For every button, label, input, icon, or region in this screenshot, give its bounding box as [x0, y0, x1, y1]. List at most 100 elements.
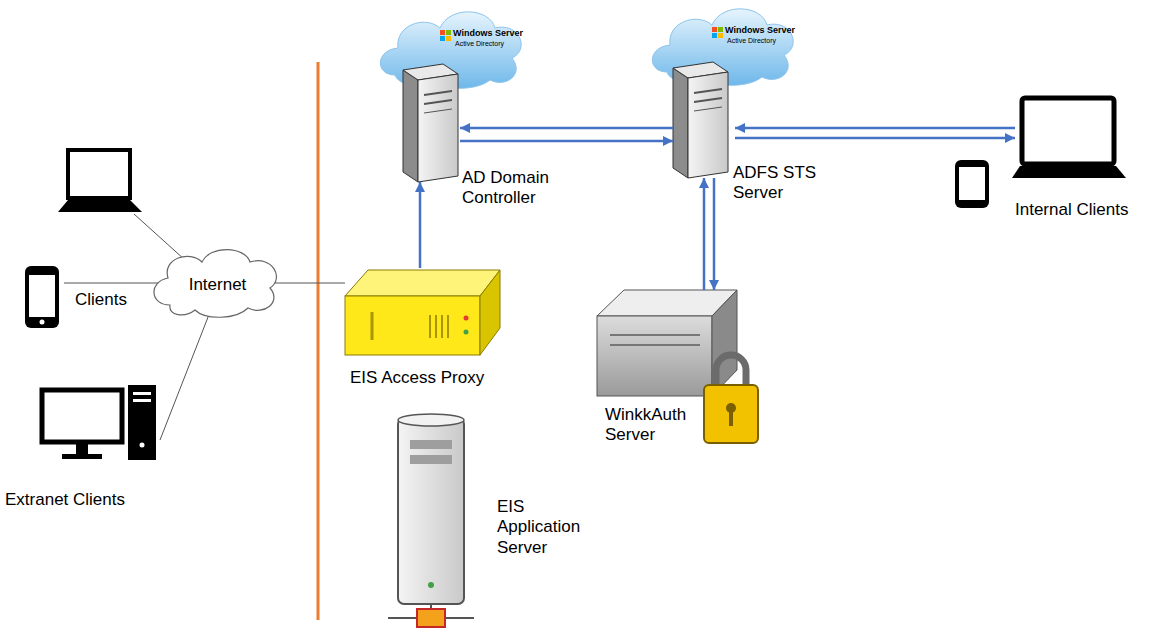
server-tower — [403, 64, 458, 182]
laptop-icon — [58, 150, 142, 212]
node-label: Internal Clients — [1015, 200, 1128, 220]
client-link — [64, 283, 162, 284]
server-node: AD Domain Controller — [403, 62, 460, 182]
flow-arrow — [713, 178, 716, 290]
client-node: Internal Clients — [1015, 96, 1127, 180]
cloud-node: Internet — [160, 255, 275, 315]
proxy-appliance — [435, 315, 437, 338]
phone-icon — [959, 167, 985, 200]
flow-arrow — [735, 127, 1015, 130]
proxy-appliance — [430, 315, 448, 338]
windows-cloud — [440, 36, 445, 41]
internet-cloud — [154, 250, 276, 318]
network-boundary — [317, 62, 320, 620]
client-link — [160, 312, 210, 440]
laptop-icon — [58, 200, 142, 212]
node-label: EIS Application Server — [497, 497, 592, 558]
laptop-icon — [1022, 98, 1114, 164]
windows-cloud — [446, 36, 451, 41]
flow-arrow — [703, 178, 706, 290]
windows-cloud — [440, 30, 445, 35]
client-link — [64, 214, 210, 440]
desktop-icon — [76, 444, 88, 454]
network-link — [275, 283, 345, 284]
windows-cloud — [718, 33, 723, 38]
laptop-icon — [1012, 98, 1126, 178]
server-tower — [673, 62, 728, 178]
server-node: WinkkAuth Server — [597, 290, 739, 396]
server-tower — [673, 68, 688, 178]
flow-arrow — [419, 182, 422, 268]
node-label: AD Domain Controller — [462, 168, 562, 209]
windows-cloud — [712, 33, 717, 38]
proxy-appliance — [345, 296, 480, 355]
padlock-icon — [729, 410, 733, 426]
proxy-appliance — [464, 330, 469, 335]
windows-cloud — [718, 27, 723, 32]
auth-server — [597, 316, 712, 396]
desktop-icon — [42, 390, 122, 442]
node-label: EIS Access Proxy — [350, 368, 484, 388]
server-node: ADFS STS Server — [673, 70, 735, 178]
proxy-appliance — [429, 315, 431, 338]
client-link — [134, 214, 185, 260]
padlock-icon — [704, 385, 758, 443]
windows-cloud — [446, 30, 451, 35]
proxy-appliance — [464, 316, 469, 321]
application-server — [398, 418, 464, 604]
node-label: WinkkAuth Server — [605, 405, 700, 446]
application-server — [410, 455, 452, 464]
server-tower — [424, 109, 452, 113]
logo-text: Windows Server — [453, 28, 523, 38]
server-node: EIS Application Server — [390, 412, 470, 628]
server-tower — [424, 100, 452, 104]
application-server — [428, 582, 434, 588]
application-server — [417, 609, 445, 627]
node-label: Internet — [189, 275, 247, 295]
phone-icon — [955, 160, 989, 208]
flow-arrow — [735, 137, 1015, 140]
server-tower — [694, 89, 722, 93]
laptop-icon — [1012, 166, 1126, 178]
auth-server — [610, 344, 700, 346]
flow-arrow — [460, 140, 673, 143]
desktop-icon — [42, 385, 156, 460]
server-tower — [418, 74, 458, 182]
server-tower — [403, 70, 418, 182]
group-label: Clients — [75, 290, 127, 310]
desktop-icon — [133, 399, 151, 402]
desktop-icon — [140, 443, 145, 448]
padlock-icon — [716, 355, 746, 388]
server-tower — [424, 91, 452, 95]
server-tower — [688, 72, 728, 178]
desktop-icon — [62, 454, 102, 459]
group-label: Extranet Clients — [5, 490, 125, 510]
logo-text: Windows Server — [725, 25, 795, 35]
phone-icon — [25, 266, 59, 328]
server-tower — [694, 107, 722, 111]
application-server — [398, 414, 464, 426]
logo-text: Active Directory — [727, 37, 776, 45]
server-tower — [694, 98, 722, 102]
phone-icon — [29, 275, 55, 317]
application-server — [388, 414, 474, 627]
flow-arrow — [460, 127, 673, 130]
proxy-node: EIS Access Proxy — [345, 268, 502, 356]
proxy-appliance — [441, 315, 443, 338]
auth-server — [610, 334, 700, 336]
proxy-appliance — [371, 312, 374, 340]
node-label: ADFS STS Server — [733, 163, 823, 204]
application-server — [410, 440, 452, 449]
phone-icon — [40, 320, 45, 325]
phone-icon — [25, 266, 59, 328]
padlock-icon — [704, 355, 758, 443]
phone-icon — [955, 160, 989, 208]
laptop-icon — [68, 150, 130, 198]
proxy-appliance — [345, 270, 500, 296]
desktop-icon — [128, 385, 156, 460]
proxy-appliance — [447, 315, 449, 338]
proxy-appliance — [480, 270, 500, 355]
